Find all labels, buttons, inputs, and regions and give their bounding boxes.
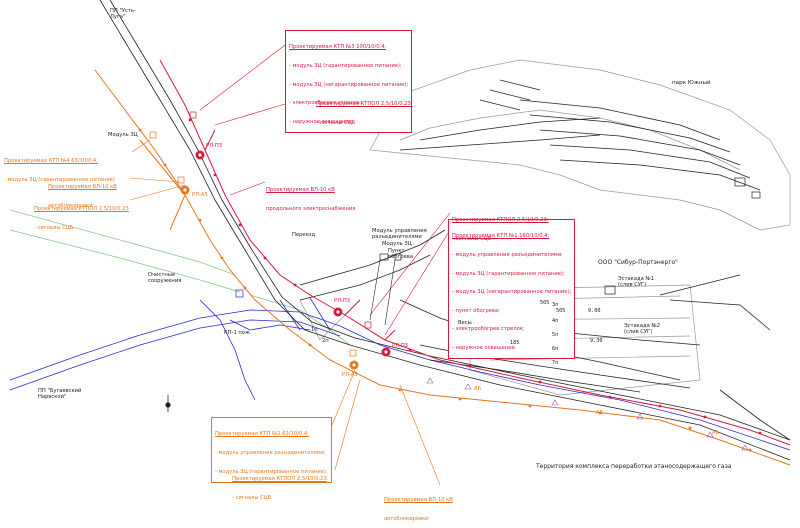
signal-markers — [426, 377, 749, 451]
ktp1-title: Проектируемая КТП №1 160/10/0,4: — [452, 233, 550, 240]
track-number: 6п — [552, 346, 559, 352]
leader-lines — [129, 44, 451, 486]
ktp2-line: - модуль ЗЦ (гарантированное питание). — [215, 468, 328, 475]
station-label: РЛ-П3 — [206, 143, 223, 149]
station-label: РЛ-А5 — [192, 192, 208, 198]
callout-title: Проектируемая КТП №4 63/10/0,4: — [4, 158, 98, 165]
track-number: 505 — [556, 308, 566, 314]
vesy-label: Весы — [458, 320, 472, 326]
callout-title: Проектируемая ВЛ-10 кВ — [48, 184, 117, 191]
black-rails — [99, 0, 791, 461]
port-label: ПП "Усть- Луга" — [110, 8, 136, 21]
station-label: РЛ-А5 — [342, 372, 358, 378]
autoblock-line — [94, 69, 791, 466]
punkt-label: Пункт обогрева — [388, 248, 413, 261]
ktp3-line: - модуль ЗЦ (негарантированное питание); — [289, 81, 409, 88]
green-corridor — [9, 209, 351, 346]
ktp3-line: - наружное освещение. — [289, 118, 354, 125]
track-number: 5п — [552, 332, 559, 338]
ktp1-line: - модуль ЗЦ (негарантированное питание); — [452, 289, 572, 296]
track-label: 1п — [311, 327, 318, 333]
vl-ab-bottom-callout: Проектируемая ВЛ-10 кВ автоблокировки — [384, 485, 453, 528]
callout-sub: - сигналы СЦБ — [34, 225, 74, 232]
ktp1-line: - модуль управления разъединителями; — [452, 252, 563, 259]
callout-sub: - сигналы СЦБ — [232, 495, 272, 502]
modul-zc-label: Модуль ЗЦ — [382, 241, 412, 247]
kp-label: КП-1 пож. — [224, 330, 252, 336]
ktpol-top-callout: Проектируемая КТПОЛ 2,5/10/0,23: - сигна… — [316, 89, 413, 132]
track-number: 3п — [552, 302, 559, 308]
pole-dots — [138, 118, 762, 452]
ab-label: АБ — [712, 430, 720, 436]
ab-label: АБ — [596, 410, 604, 416]
callout-title: Проектируемая ВЛ-10 кВ — [266, 187, 335, 194]
ktp3-line: - модуль ЗЦ (гарантированное питание); — [289, 63, 402, 70]
ktp3-line: - электрообогрев стрелок; — [289, 100, 362, 107]
callout-sub: - модуль ЗЦ (гарантированное питание) — [4, 177, 115, 184]
ktp3-title: Проектируемая КТП №3 100/10/0,4: — [289, 44, 387, 51]
ab-label: АБ — [474, 386, 482, 392]
estakada1-label: Эстакада №1 (слив СУГ) — [618, 276, 655, 289]
ktpol-bottom-callout: Проектируемая КТПОЛ 2,5/10/0,23 - сигнал… — [232, 464, 327, 507]
station-label: РЛ-П3 — [392, 343, 409, 349]
track-number: 505 — [540, 300, 550, 306]
ktp1-line: - модуль ЗЦ (гарантированное питание); — [452, 270, 565, 277]
track-label: 2п — [322, 338, 329, 344]
station-markers — [165, 150, 391, 408]
ktp1-spec-box: Проектируемая КТП №1 160/10/0,4: - модул… — [448, 219, 576, 360]
rail-tracks — [9, 297, 791, 451]
callout-sub: - сигналы СЦБ — [452, 236, 492, 243]
track-number: 185 — [510, 340, 520, 346]
callout-title: Проектируемая КТПОЛ 2,5/10/0,23 — [34, 206, 129, 213]
ochistnye-label: Очистные сооружения — [148, 272, 182, 285]
callout-title: Проектируемая КТПОЛ 2,5/10/0,23 — [232, 476, 327, 483]
track-number: 7п — [552, 360, 559, 366]
ktp2-title: Проектируемая КТП №2 63/10/0,4: — [215, 431, 309, 438]
estakada2-label: Эстакада №2 (слив СУГ) — [624, 323, 661, 336]
callout-sub: автоблокировки — [48, 203, 93, 210]
track-number: 9.30 — [590, 338, 603, 344]
callout-title: Проектируемая ВЛ-10 кВ — [384, 497, 453, 504]
ktp1-line: - пункт обогрева; — [452, 307, 500, 314]
pereezd-label: Переезд — [292, 232, 316, 238]
modul-zc-left-label: Модуль ЗЦ — [108, 132, 138, 138]
vl-prod-callout: Проектируемая ВЛ-10 кВ продольного элект… — [266, 175, 355, 218]
callout-sub: - сигналы СЦБ — [316, 120, 356, 127]
bugaevo-label: ПП "Бугаевский Нарвской" — [38, 388, 82, 401]
callout-title: Проектируемая КТПОЛ 2,5/10/0,23: — [452, 217, 549, 224]
buildings — [149, 111, 761, 357]
territory-label: Территория комплекса переработки этаносо… — [536, 463, 732, 470]
callout-title: Проектируемая КТПОЛ 2,5/10/0,23: — [316, 101, 413, 108]
ktpol-left-callout: Проектируемая КТПОЛ 2,5/10/0,23 - сигнал… — [34, 194, 129, 237]
park-label: парк Южный — [672, 80, 711, 86]
company-label: ООО "Сибур-Портэнерго" — [598, 259, 678, 266]
ktp2-spec-box: Проектируемая КТП №2 63/10/0,4: - модуль… — [211, 417, 332, 484]
track-number: 9.00 — [588, 308, 601, 314]
track-number: 4п — [552, 318, 559, 324]
callout-sub: продольного электроснабжения — [266, 206, 356, 213]
ktp1-line: - наружное освещение. — [452, 345, 517, 352]
ktp1-line: - электрообогрев стрелок; — [452, 326, 525, 333]
module-upr-label: Модуль управления разъединителями — [372, 228, 427, 241]
vl-ab-left-callout: Проектируемая ВЛ-10 кВ автоблокировки — [48, 172, 117, 215]
callout-sub: автоблокировки — [384, 516, 429, 523]
ktp3-spec-box: Проектируемая КТП №3 100/10/0,4: - модул… — [285, 30, 413, 134]
station-label: РЛ-П3 — [334, 298, 351, 304]
ktpol-mid-callout: Проектируемая КТПОЛ 2,5/10/0,23: - сигна… — [452, 205, 549, 248]
ktp2-line: - модуль управления разъединителями; — [215, 450, 326, 457]
ktp4-callout: Проектируемая КТП №4 63/10/0,4: - модуль… — [4, 146, 115, 189]
power-line — [159, 59, 791, 446]
